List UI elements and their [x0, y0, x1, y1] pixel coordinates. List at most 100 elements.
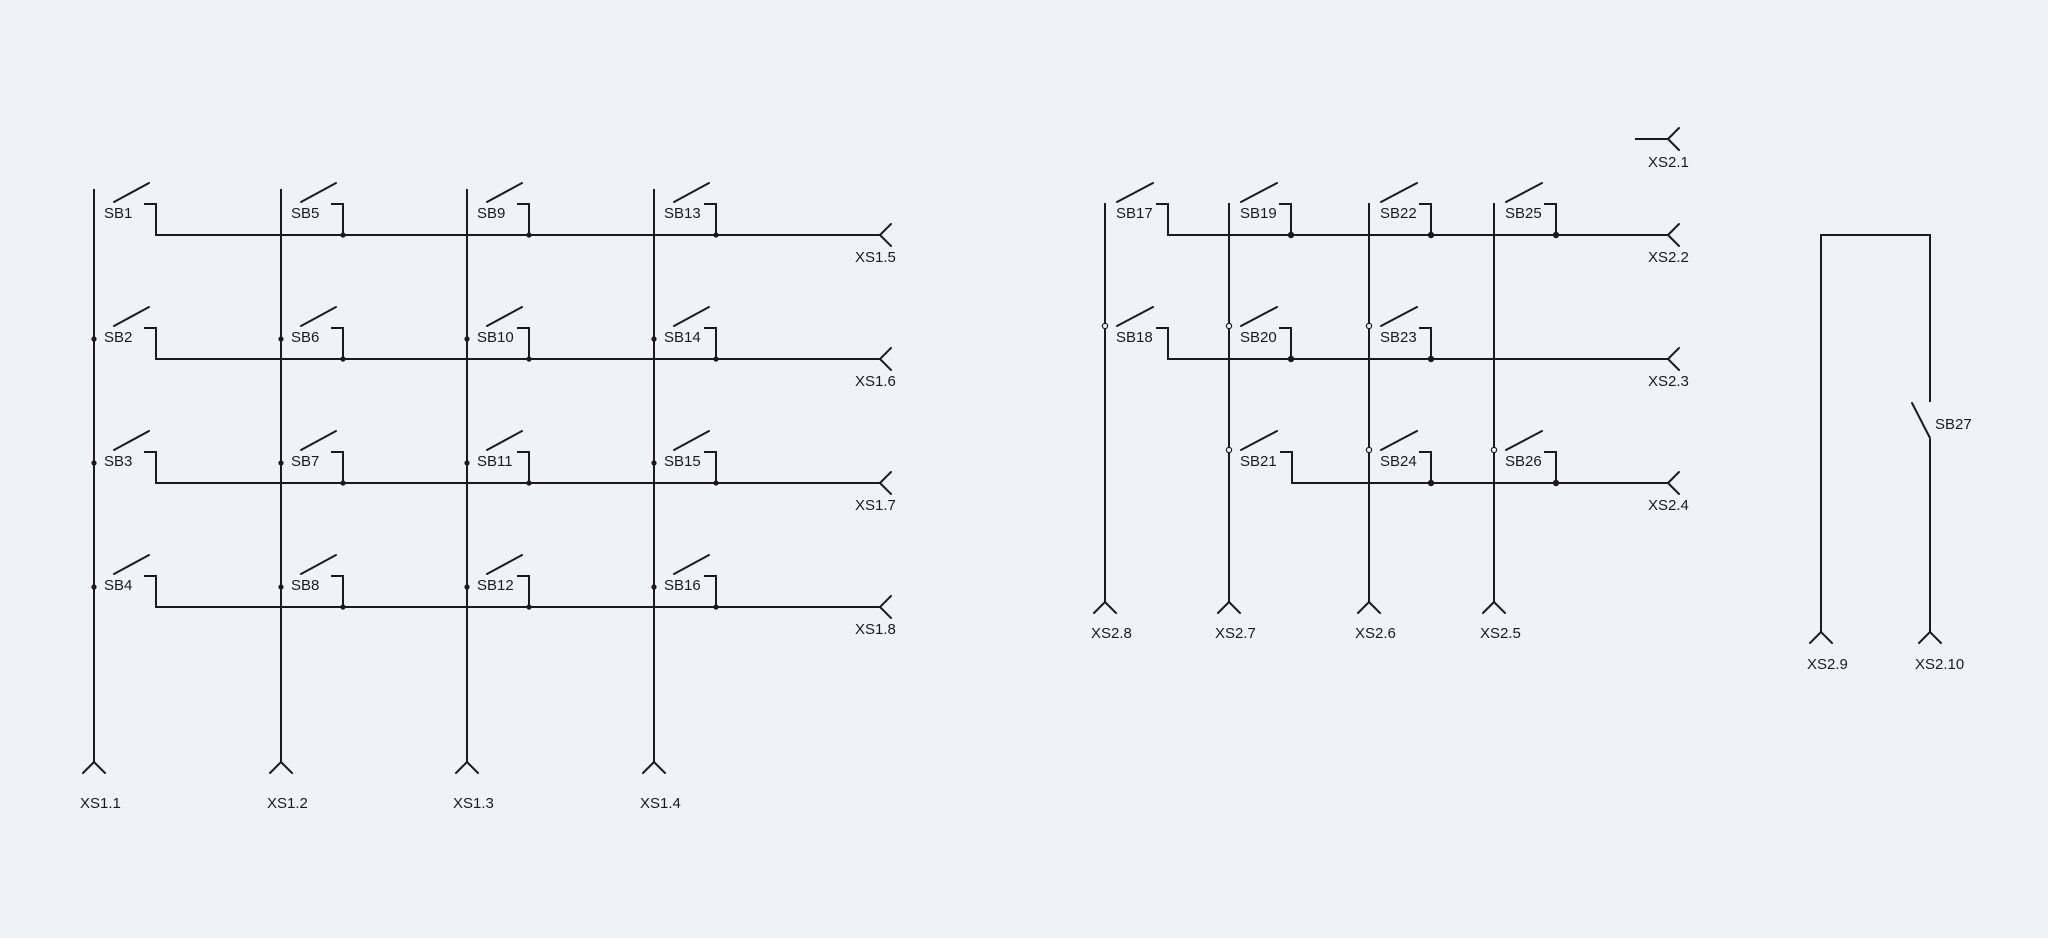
connector-xs2-1-symbol — [1667, 127, 1680, 151]
connector-xs1-8-label: XS1.8 — [855, 621, 896, 638]
switch-sb4-blade — [113, 554, 150, 575]
row-wire-8 — [144, 575, 881, 608]
switch-sb26-pivot — [1490, 446, 1498, 454]
switch-sb22-node — [1427, 231, 1435, 239]
switch-sb24-node — [1427, 479, 1435, 487]
connector-xs2-2-symbol — [1667, 223, 1680, 247]
connector-xs1-8-symbol — [879, 595, 892, 619]
switch-sb7-contact — [331, 451, 344, 484]
switch-sb26-label: SB26 — [1505, 453, 1542, 470]
switch-sb22-label: SB22 — [1380, 205, 1417, 222]
switch-sb10-node — [526, 356, 532, 362]
switch-sb18-blade — [1116, 306, 1154, 327]
switch-sb15-blade — [673, 430, 710, 451]
switch-sb19-node — [1287, 231, 1295, 239]
switch-sb26-contact — [1544, 451, 1557, 484]
switch-sb26-node — [1552, 479, 1560, 487]
switch-sb5-label: SB5 — [291, 205, 319, 222]
switch-sb1-label: SB1 — [104, 205, 132, 222]
switch-sb23-label: SB23 — [1380, 329, 1417, 346]
switch-sb13-blade — [673, 182, 710, 203]
switch-sb18-pivot — [1101, 322, 1109, 330]
switch-sb7-blade — [300, 430, 337, 451]
switch-sb16-blade — [673, 554, 710, 575]
column-2-junction-4 — [278, 584, 284, 590]
switch-sb18-label: SB18 — [1116, 329, 1153, 346]
switch-sb20-contact — [1279, 327, 1292, 360]
switch-sb5-blade — [300, 182, 337, 203]
switch-sb24-contact — [1419, 451, 1432, 484]
switch-sb12-contact — [517, 575, 530, 608]
connector-xs2-4-label: XS2.4 — [1648, 497, 1689, 514]
switch-sb19-contact — [1279, 203, 1292, 236]
switch-sb16-label: SB16 — [664, 577, 701, 594]
connector-xs2-10-label: XS2.10 — [1915, 656, 1964, 673]
row-wire-7 — [144, 451, 881, 484]
switch-sb10-blade — [486, 306, 523, 327]
switch-sb21-label: SB21 — [1240, 453, 1277, 470]
switch-sb21-pivot — [1225, 446, 1233, 454]
switch-sb6-label: SB6 — [291, 329, 319, 346]
connector-xs1-7-label: XS1.7 — [855, 497, 896, 514]
switch-sb8-contact — [331, 575, 344, 608]
column-3-junction-4 — [464, 584, 470, 590]
right-row-wire-4 — [1280, 451, 1669, 484]
switch-sb12-blade — [486, 554, 523, 575]
row-wire-6 — [144, 327, 881, 360]
switch-sb21-blade — [1240, 430, 1278, 451]
column-3-junction-2 — [464, 336, 470, 342]
switch-sb8-node — [340, 604, 346, 610]
switch-sb8-label: SB8 — [291, 577, 319, 594]
switch-sb19-blade — [1240, 182, 1278, 203]
column-1-junction-2 — [91, 336, 97, 342]
switch-sb22-blade — [1380, 182, 1418, 203]
switch-sb6-blade — [300, 306, 337, 327]
switch-sb27-label: SB27 — [1935, 416, 1972, 433]
connector-xs1-6-symbol — [879, 347, 892, 371]
connector-xs2-4-symbol — [1667, 471, 1680, 495]
connector-xs2-3-symbol — [1667, 347, 1680, 371]
switch-sb1-blade — [113, 182, 150, 203]
connector-xs2-7-symbol — [1217, 601, 1241, 614]
connector-xs2-3-label: XS2.3 — [1648, 373, 1689, 390]
connector-xs1-1-symbol — [82, 761, 106, 774]
switch-sb23-pivot — [1365, 322, 1373, 330]
switch-sb15-node — [713, 480, 719, 486]
switch-sb23-contact — [1419, 327, 1432, 360]
connector-xs2-8-label: XS2.8 — [1091, 625, 1132, 642]
switch-sb3-label: SB3 — [104, 453, 132, 470]
switch-sb20-label: SB20 — [1240, 329, 1277, 346]
connector-xs1-5-symbol — [879, 223, 892, 247]
switch-sb23-node — [1427, 355, 1435, 363]
switch-sb9-label: SB9 — [477, 205, 505, 222]
switch-sb8-blade — [300, 554, 337, 575]
connector-xs2-9-label: XS2.9 — [1807, 656, 1848, 673]
switch-sb5-contact — [331, 203, 344, 236]
switch-sb13-node — [713, 232, 719, 238]
switch-sb19-label: SB19 — [1240, 205, 1277, 222]
switch-sb11-node — [526, 480, 532, 486]
switch-sb14-blade — [673, 306, 710, 327]
switch-sb14-contact — [704, 327, 717, 360]
row-wire-5 — [144, 203, 881, 236]
switch-sb25-label: SB25 — [1505, 205, 1542, 222]
column-2-junction-3 — [278, 460, 284, 466]
connector-xs1-3-symbol — [455, 761, 479, 774]
switch-sb23-blade — [1380, 306, 1418, 327]
column-1-junction-4 — [91, 584, 97, 590]
connector-xs1-3-label: XS1.3 — [453, 795, 494, 812]
switch-sb6-node — [340, 356, 346, 362]
switch-sb2-label: SB2 — [104, 329, 132, 346]
switch-sb10-label: SB10 — [477, 329, 514, 346]
column-4-junction-2 — [651, 336, 657, 342]
switch-sb10-contact — [517, 327, 530, 360]
switch-sb26-blade — [1505, 430, 1543, 451]
connector-xs2-8-symbol — [1093, 601, 1117, 614]
switch-sb27-blade — [1911, 402, 1931, 439]
connector-xs2-7-label: XS2.7 — [1215, 625, 1256, 642]
column-4-junction-3 — [651, 460, 657, 466]
connector-xs1-4-label: XS1.4 — [640, 795, 681, 812]
switch-sb14-node — [713, 356, 719, 362]
switch-sb16-node — [713, 604, 719, 610]
connector-xs2-2-label: XS2.2 — [1648, 249, 1689, 266]
